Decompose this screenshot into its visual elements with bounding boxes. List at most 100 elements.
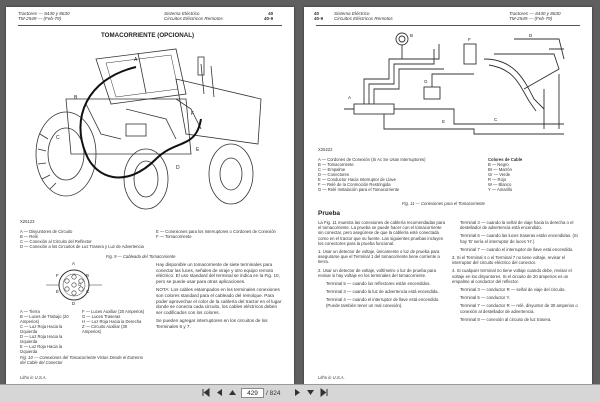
legend-item: B — Relé — [20, 234, 38, 239]
first-page-button[interactable] — [200, 387, 211, 399]
wire-colors-title: Colores de Cable — [488, 157, 523, 162]
paragraph: Terminal 4 — cuando el interruptor de ll… — [326, 297, 440, 308]
connector-label: G — [78, 282, 82, 287]
connector-label: D — [72, 301, 76, 306]
color-item: W — Blanco — [488, 182, 512, 187]
paragraph: Hay disponible un tomacorriente de siete… — [156, 262, 280, 284]
right-fig11-caption: Fig. 11 — Conexiones para el Tomacorrien… — [402, 201, 485, 206]
right-page: 40 40-9 Sistema Eléctrico Circuitos Eléc… — [304, 7, 592, 384]
right-header-model: Tractores — 8430 y 8630 TM-2549 — (Feb-7… — [509, 11, 561, 22]
right-header-center2: Circuitos Eléctricos Remotos — [334, 16, 393, 22]
next-page-button[interactable] — [292, 388, 303, 399]
pin-item: C — Luz Roja Hacia la Izquierda — [20, 324, 63, 334]
svg-text:B: B — [74, 95, 78, 101]
svg-text:D: D — [529, 33, 533, 38]
page-total: / 824 — [266, 390, 281, 397]
left-header-pg: 40-9 — [264, 16, 274, 22]
legend-item: F — Relé de la Conmoción Restringida — [318, 182, 391, 187]
paragraph: Terminal 7 — cuando el interruptor de ll… — [460, 246, 574, 252]
svg-text:D: D — [176, 165, 180, 171]
right-footer: Litho in U.S.A. — [318, 375, 345, 380]
pdf-toolbar: 429 / 824 — [0, 384, 600, 402]
legend-item: C — Empalme — [318, 167, 346, 172]
tractor-illustration: A B C D E F — [35, 48, 262, 210]
right-header-section: Sistema Eléctrico Circuitos Eléctricos R… — [334, 11, 393, 22]
legend-item: D — Conectores — [318, 172, 349, 177]
color-item: B — Negro — [488, 162, 509, 167]
wire-colors: Colores de Cable B — Negro Br — Marrón G… — [488, 157, 578, 192]
next-page-icon — [295, 389, 300, 396]
page-down-icon — [307, 390, 314, 395]
color-item: R — Rojo — [488, 177, 507, 182]
svg-text:A: A — [348, 95, 351, 100]
down-page-button[interactable] — [305, 388, 316, 399]
pin-item: H — Luz Roja Hacia la Derecha — [82, 319, 142, 324]
legend-item: C — Conexión al Circuito del Reflector — [20, 239, 92, 244]
paragraph: 4. Si cualquier terminal no tiene voltaj… — [452, 268, 572, 284]
pin-item: E — Luz Roja Hacia la Izquierda — [20, 344, 63, 354]
right-header-pg: 40-9 — [314, 16, 324, 22]
paragraph: Se pueden agregar interruptores en los c… — [156, 318, 268, 329]
color-item: Br — Marrón — [488, 167, 512, 172]
connector-label: E — [56, 289, 59, 294]
paragraph: Terminal 3 — cuando la luz de advertenci… — [326, 289, 439, 295]
paragraph: 2. Usar un detector de voltaje, voltímet… — [318, 267, 436, 278]
svg-text:G: G — [424, 79, 428, 84]
left-legend-a: A — Disyuntores de Circuito B — Relé C —… — [20, 229, 150, 249]
legend-item: E — Conductor Hacia Interruptor de Llave — [318, 177, 396, 182]
right-header-sec: 40 — [314, 11, 320, 16]
up-page-button[interactable] — [227, 388, 238, 399]
left-fig10-caption: Fig. 10 — Conexiones del Tomacorriente V… — [20, 355, 143, 365]
paragraph: La Fig. 11 muestra las conexiones de cab… — [318, 220, 445, 246]
last-page-icon — [320, 387, 328, 398]
connector-label: C — [86, 289, 90, 294]
left-header-line1: Tractores — 8430 y 8630 — [18, 11, 70, 16]
page-up-icon — [229, 390, 236, 395]
prev-page-button[interactable] — [214, 388, 225, 399]
left-header-sec: 40 — [268, 11, 274, 16]
color-item: Gr — Verde — [488, 172, 511, 177]
paragraph: Terminal 5 — conductor Y. — [460, 295, 510, 301]
right-col1: La Fig. 11 muestra las conexiones de cab… — [318, 220, 446, 308]
left-fig9-caption: Fig. 9 — Cableado del Tomacorriente — [106, 254, 176, 259]
pin-item: G — Luces Traseras — [82, 314, 121, 319]
left-header-pagenum: 40 40-9 — [264, 11, 273, 22]
right-header-line1: Tractores — 8430 y 8630 — [509, 11, 561, 16]
left-legend-b: E — Conexiones para los Interruptores o … — [156, 229, 281, 239]
left-page: Tractores — 8430 y 8630 TM-2549 — (Feb-7… — [6, 7, 294, 384]
left-page-title: TOMACORRIENTE (OPCIONAL) — [101, 32, 195, 39]
pin-list-b: F — Luces Auxiliar (20 Amperios) G — Luc… — [82, 309, 146, 334]
page-number-input[interactable]: 429 — [241, 388, 264, 398]
svg-text:A: A — [134, 57, 138, 63]
svg-text:F: F — [468, 37, 471, 42]
right-col2: Terminal 3 — cuando la señal de viaje ha… — [452, 220, 580, 322]
connector-label: B — [86, 273, 89, 278]
pin-item: D — Luz Roja Hacia la Izquierda — [20, 334, 63, 344]
paragraph: Terminal 5 — cuando los reflectores está… — [326, 281, 431, 287]
document-viewport[interactable]: Tractores — 8430 y 8630 TM-2549 — (Feb-7… — [0, 0, 600, 384]
paragraph: NOTA: Los cables estampados en los termi… — [156, 287, 282, 315]
legend-item: G — Relé Instalación para el Tomacorrien… — [318, 187, 400, 192]
last-page-button[interactable] — [319, 387, 330, 399]
legend-item: A — Disyuntores de Circuito — [20, 229, 73, 234]
pin-item: A — Tierra — [20, 309, 40, 314]
left-header-center1: Sistema Eléctrico — [164, 11, 200, 16]
svg-text:C: C — [494, 117, 498, 122]
left-body-text: Hay disponible un tomacorriente de siete… — [156, 262, 284, 330]
prev-page-icon — [217, 389, 222, 396]
pin-list-a: A — Tierra B — Luces de Trabajo (20 Ampe… — [20, 309, 78, 354]
left-header-model: Tractores — 8430 y 8630 TM-2549 — (Feb-7… — [18, 11, 70, 22]
left-header-line2: TM-2549 — (Feb-79) — [18, 16, 62, 22]
left-header-rule — [18, 25, 282, 26]
paragraph: Terminal 3 — conductor R — señal de viaj… — [460, 287, 566, 293]
paragraph: Terminal 8 — conexión al circuito de luz… — [460, 316, 552, 322]
right-fig-id: X25222 — [318, 147, 333, 152]
color-item: Y — Amarillo — [488, 187, 513, 192]
connector-label: A — [72, 261, 75, 266]
svg-text:E: E — [196, 147, 200, 153]
right-header-center1: Sistema Eléctrico — [334, 11, 370, 16]
pin-item: B — Luces de Trabajo (20 Amperios) — [20, 314, 69, 324]
svg-text:C: C — [56, 135, 60, 141]
right-header-pagenum: 40 40-9 — [314, 11, 323, 22]
svg-text:E: E — [442, 119, 445, 124]
